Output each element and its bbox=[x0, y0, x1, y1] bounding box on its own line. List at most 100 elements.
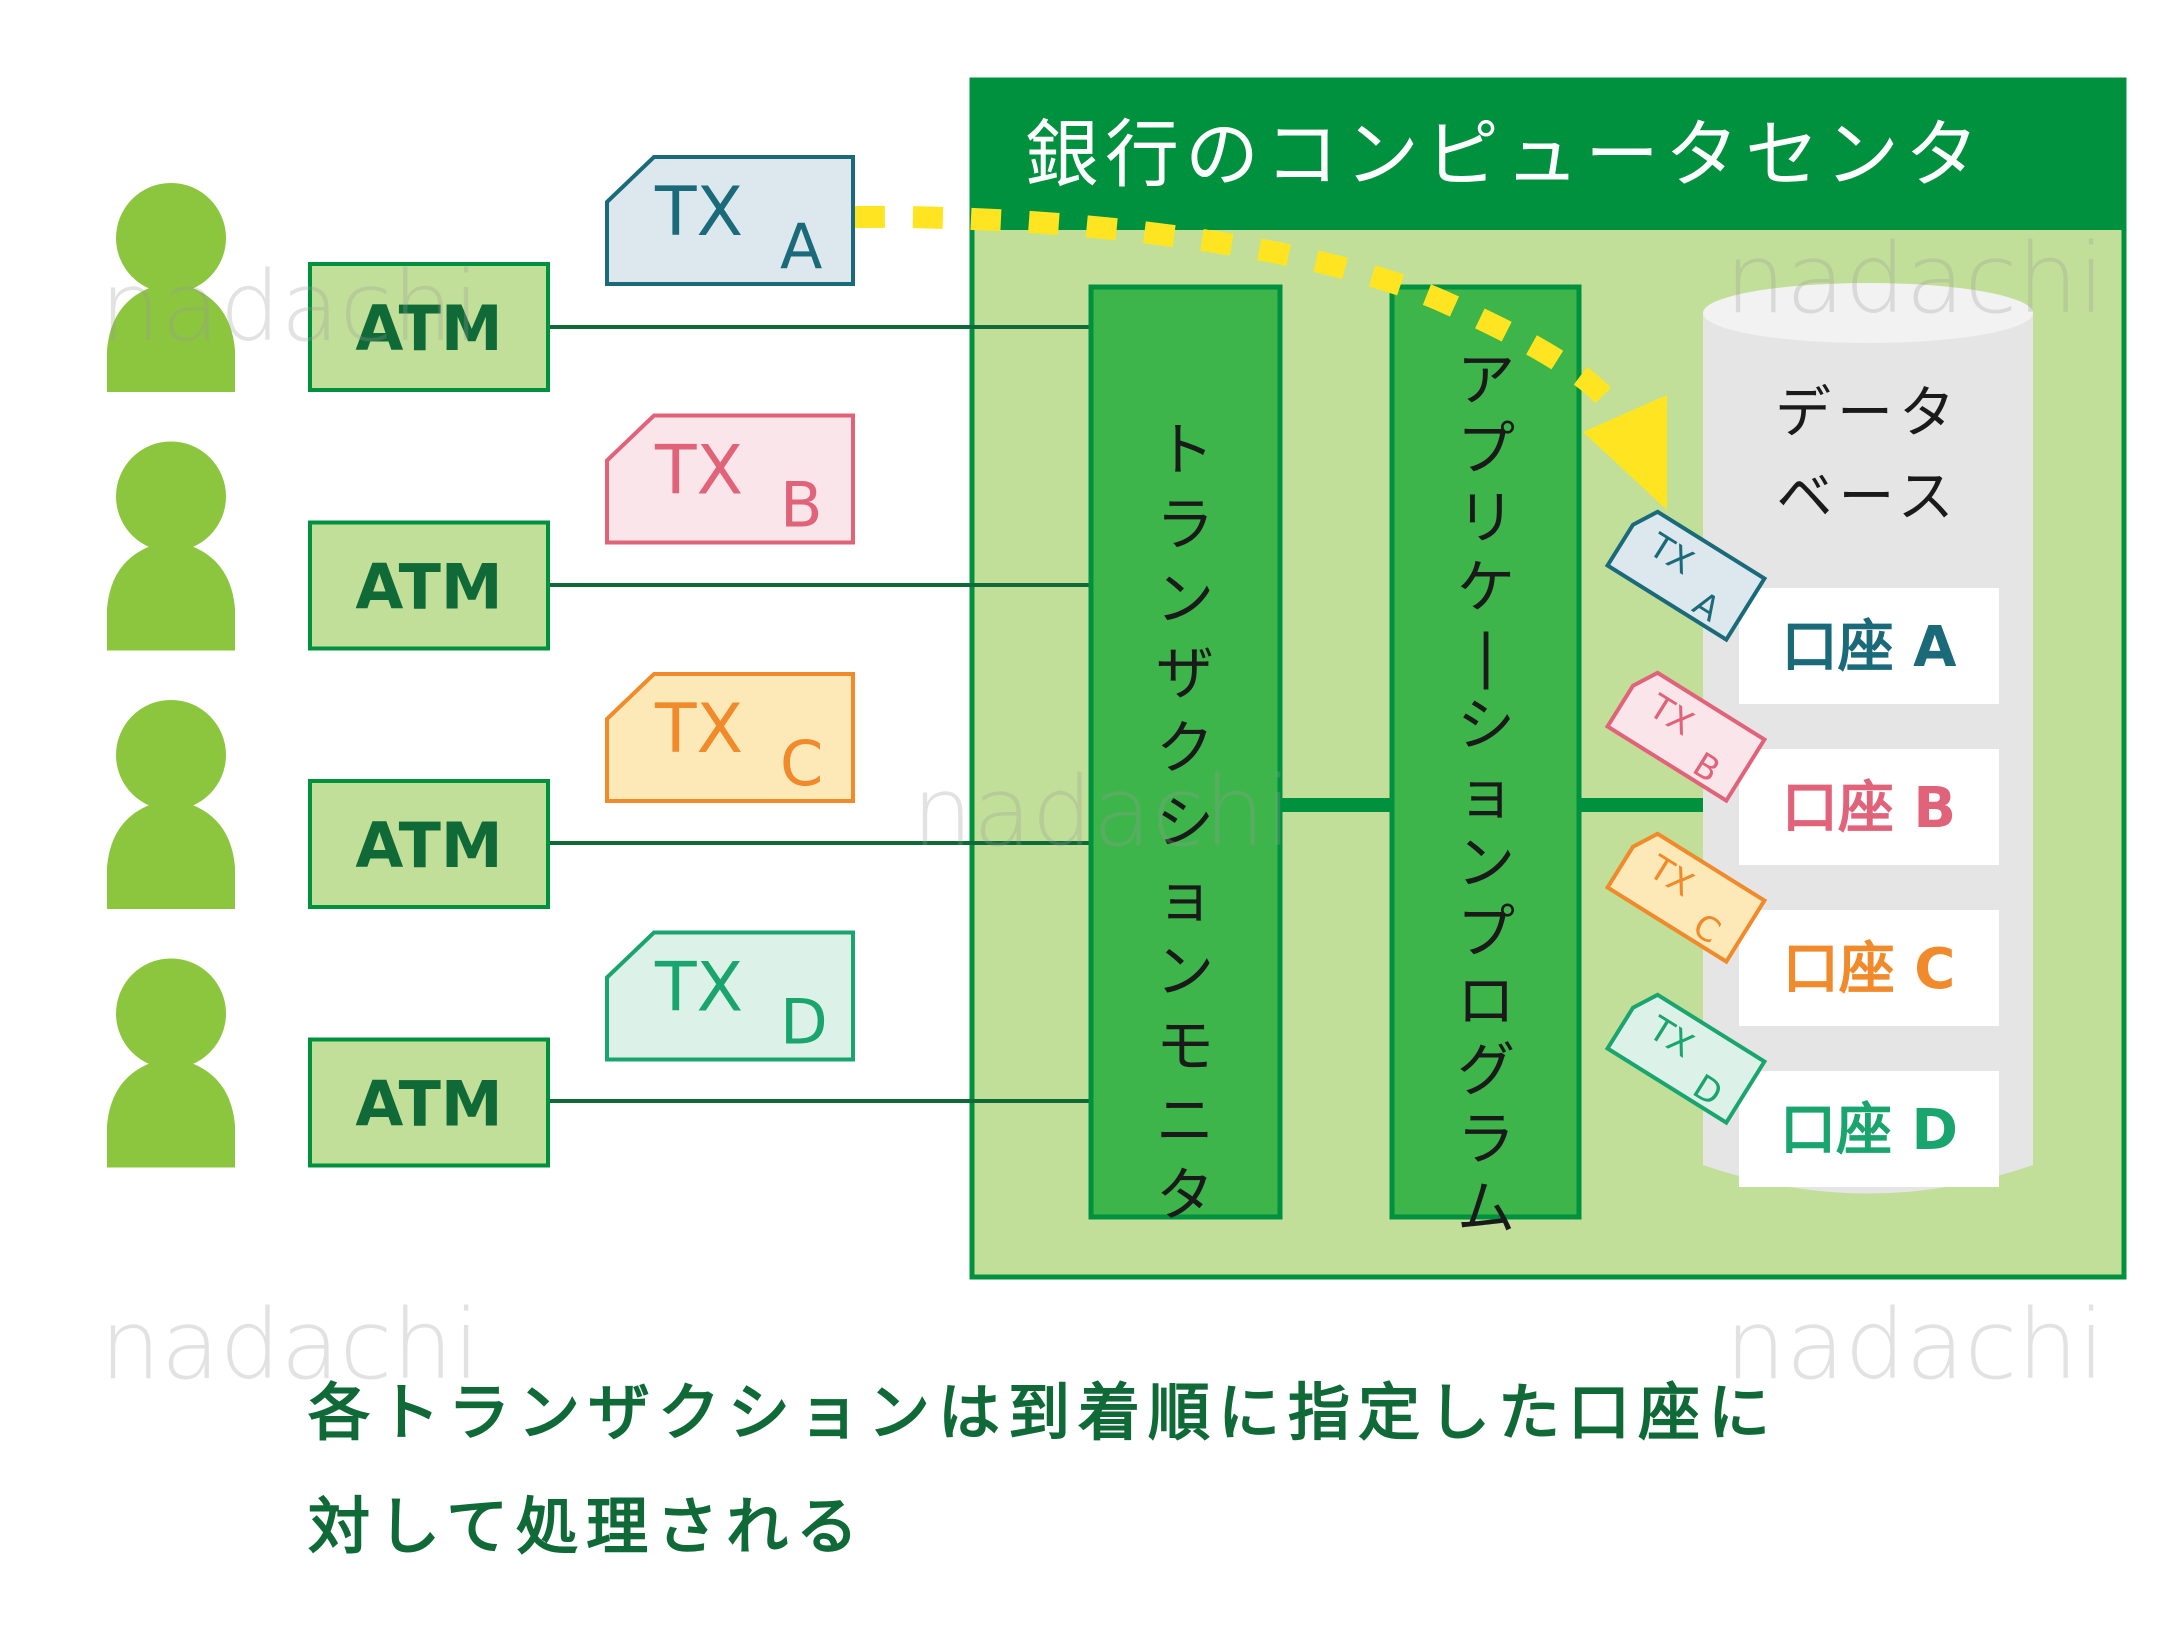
card-tx-label: TX bbox=[654, 690, 743, 769]
card-shape bbox=[605, 930, 855, 1062]
card-shape bbox=[605, 413, 855, 545]
transaction-cards: TX A TX B TX C TX D bbox=[605, 155, 855, 1062]
vertical-char: リ bbox=[1457, 484, 1515, 552]
vertical-char: ケ bbox=[1457, 553, 1515, 621]
small-tag-shape bbox=[1604, 509, 1768, 643]
accounts: 口座 A 口座 B 口座 C 口座 D bbox=[1739, 588, 1999, 1187]
account-box: 口座 C bbox=[1739, 910, 1999, 1026]
vertical-char: ム bbox=[1457, 1174, 1515, 1242]
atm-connectors bbox=[548, 325, 1091, 1103]
atm-box-frame bbox=[308, 1037, 550, 1168]
transaction-card: TX D bbox=[605, 930, 855, 1062]
transaction-monitor-label: トランザクションモニタ bbox=[1156, 416, 1214, 1229]
application-program-label: アプリケ|ションプログラム bbox=[1457, 346, 1515, 1242]
card-tx-label: TX bbox=[654, 173, 743, 252]
database-label-line2: ベース bbox=[1776, 465, 1959, 530]
small-tag-shape bbox=[1604, 992, 1768, 1126]
atm-box-frame bbox=[308, 262, 550, 392]
account-box-frame bbox=[1739, 749, 1999, 865]
database-label-line1: データ bbox=[1775, 381, 1961, 446]
person-icon bbox=[107, 958, 235, 1168]
account-label: 口座 C bbox=[1783, 937, 1956, 1002]
person-head bbox=[116, 700, 226, 810]
vertical-char: ラ bbox=[1156, 491, 1214, 559]
vertical-char: ン bbox=[1156, 565, 1214, 633]
atm-label: ATM bbox=[355, 551, 502, 624]
caption-line2: 対して処理される bbox=[308, 1490, 867, 1563]
vertical-char: ン bbox=[1457, 829, 1515, 897]
atm-label: ATM bbox=[355, 292, 502, 365]
vertical-char: ア bbox=[1457, 346, 1515, 414]
atm-box-frame bbox=[308, 520, 550, 651]
transaction-monitor-box bbox=[1088, 284, 1283, 1220]
vertical-char: シ bbox=[1156, 789, 1214, 857]
account-label: 口座 B bbox=[1782, 776, 1956, 841]
card-tx-id: A bbox=[780, 210, 822, 283]
atm-box: ATM bbox=[308, 262, 550, 392]
vertical-char: ザ bbox=[1156, 640, 1214, 708]
transaction-card: TX B bbox=[605, 413, 855, 545]
watermark: nadachi bbox=[100, 1289, 480, 1401]
card-tx-id: C bbox=[780, 727, 823, 800]
vertical-char: ョ bbox=[1457, 760, 1515, 828]
vertical-char: ン bbox=[1156, 938, 1214, 1006]
atm-box: ATM bbox=[308, 1037, 550, 1168]
account-label: 口座 D bbox=[1780, 1098, 1958, 1163]
person-body bbox=[107, 540, 235, 651]
card-tx-label: TX bbox=[654, 432, 743, 511]
person-body bbox=[107, 282, 235, 392]
small-tag: TXA bbox=[1604, 509, 1768, 643]
atm-box: ATM bbox=[308, 779, 550, 909]
person-body bbox=[107, 1057, 235, 1168]
small-tag-shape bbox=[1604, 670, 1768, 804]
transaction-card: TX A bbox=[605, 155, 855, 286]
card-shape bbox=[605, 672, 855, 803]
bank-header bbox=[972, 80, 2124, 230]
small-tag: TXC bbox=[1604, 831, 1768, 965]
person-icon bbox=[107, 183, 235, 392]
account-box-frame bbox=[1739, 1071, 1999, 1187]
atm-label: ATM bbox=[355, 809, 502, 882]
vertical-char: シ bbox=[1457, 691, 1515, 759]
watermark: nadachi bbox=[1725, 1289, 2105, 1401]
person-head bbox=[116, 441, 226, 552]
card-tx-label: TX bbox=[654, 949, 743, 1028]
persons bbox=[107, 183, 235, 1168]
account-box: 口座 D bbox=[1739, 1071, 1999, 1187]
watermark: nadachi bbox=[100, 251, 480, 363]
vertical-char: | bbox=[1476, 622, 1496, 690]
account-box-frame bbox=[1739, 588, 1999, 704]
card-tx-id: D bbox=[780, 986, 828, 1059]
card-tx-id: B bbox=[780, 469, 823, 542]
atm-label: ATM bbox=[355, 1068, 502, 1141]
watermark: nadachi bbox=[912, 756, 1292, 868]
vertical-char: ク bbox=[1156, 714, 1214, 782]
transaction-card: TX C bbox=[605, 672, 855, 803]
watermark: nadachi bbox=[1725, 223, 2105, 335]
atm-box-frame bbox=[308, 779, 550, 909]
atm-box: ATM bbox=[308, 520, 550, 651]
person-head bbox=[116, 183, 226, 293]
account-box-frame bbox=[1739, 910, 1999, 1026]
database-top bbox=[1703, 283, 2033, 343]
account-box: 口座 B bbox=[1739, 749, 1999, 865]
small-tag: TXD bbox=[1604, 992, 1768, 1126]
small-tag-shape bbox=[1604, 831, 1768, 965]
person-icon bbox=[107, 700, 235, 909]
bank-title: 銀行のコンピュータセンタ bbox=[1025, 112, 1985, 198]
vertical-char: プ bbox=[1457, 898, 1515, 966]
vertical-char: タ bbox=[1156, 1161, 1214, 1229]
person-icon bbox=[107, 441, 235, 651]
vertical-char: モ bbox=[1156, 1012, 1214, 1080]
caption-line1: 各トランザクションは到着順に指定した口座に bbox=[308, 1376, 1779, 1449]
vertical-char: ョ bbox=[1156, 863, 1214, 931]
card-shape bbox=[605, 155, 855, 286]
vertical-char: プ bbox=[1457, 415, 1515, 483]
application-program-box bbox=[1389, 284, 1582, 1220]
flow-arrow-head-icon bbox=[1583, 395, 1667, 510]
vertical-char: ラ bbox=[1457, 1105, 1515, 1173]
atms: ATM ATM ATM ATM bbox=[308, 262, 550, 1168]
account-label: 口座 A bbox=[1782, 615, 1957, 680]
